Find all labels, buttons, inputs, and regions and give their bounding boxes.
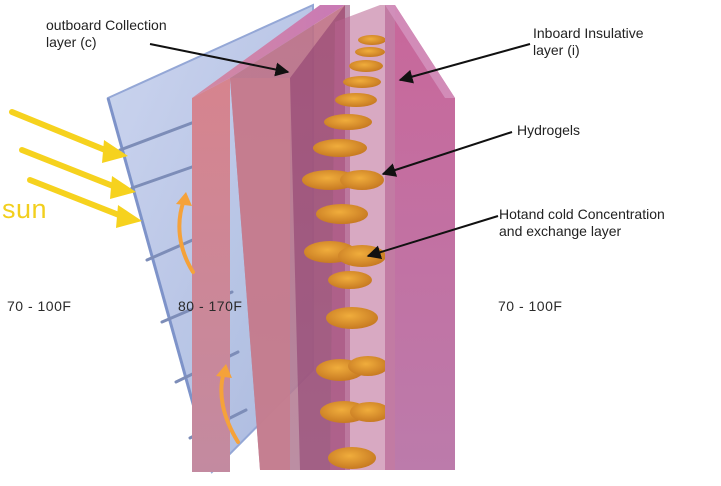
inboard-insulative-label-line1: Inboard Insulative [533,25,644,41]
exchange-layer-label-line2: and exchange layer [499,223,622,239]
outside-temperature: 70 - 100F [7,298,72,314]
inboard-insulative-label-line2: layer (i) [533,42,580,58]
hydrogel-cavity [290,5,395,470]
inside-temperature: 70 - 100F [498,298,563,314]
exchange-layer-label: Hotand cold Concentration and exchange l… [499,206,665,240]
sun-label: sun [2,194,48,224]
inboard-insulative-label: Inboard Insulative layer (i) [533,25,644,59]
exchange-layer-label-line1: Hotand cold Concentration [499,206,665,222]
hydrogels-label: Hydrogels [517,122,581,138]
leader-lines [149,43,531,259]
collection-temperature: 80 - 170F [178,298,243,314]
heat-flow-arrows [176,192,240,444]
hydrogel-discs [302,35,390,469]
outboard-collection-label-line1: outboard Collection [46,17,167,33]
outboard-collection-label: outboard Collection layer (c) [46,17,167,51]
outboard-collection-label-line2: layer (c) [46,34,97,50]
sun-rays [9,109,142,228]
